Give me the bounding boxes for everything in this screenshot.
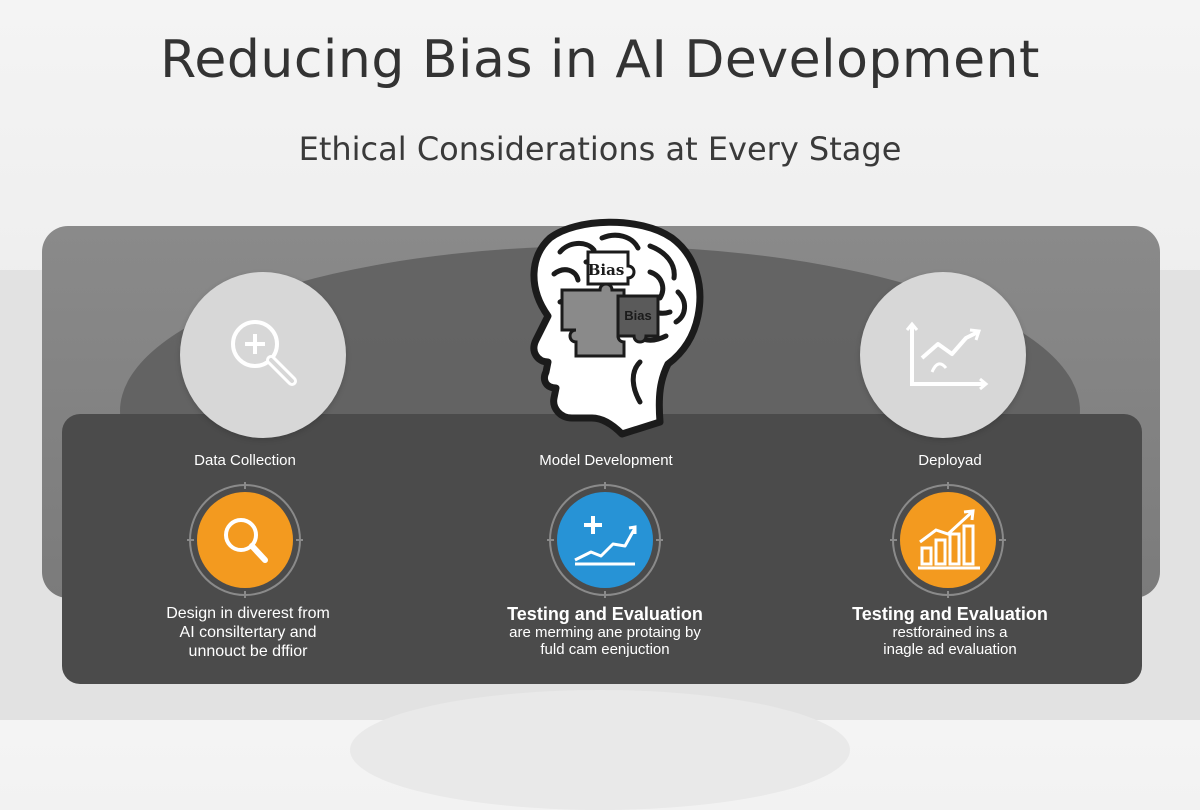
description-line: are merming ane protaing by <box>509 624 701 641</box>
stage-label-deployed: Deployad <box>918 452 982 469</box>
search-plus-icon <box>231 320 297 386</box>
bottom-arc <box>350 690 850 810</box>
stage-description-deployed: Testing and Evaluation restforained ins … <box>790 604 1110 658</box>
stage-label-model-development: Model Development <box>539 452 673 469</box>
description-line: fuld cam eenjuction <box>540 641 670 658</box>
stage-label-data-collection: Data Collection <box>194 452 296 469</box>
brain-puzzle-illustration: Bias Bias <box>530 218 704 438</box>
line-chart-icon <box>905 321 989 391</box>
description-heading: Testing and Evaluation <box>507 604 703 624</box>
page-subtitle: Ethical Considerations at Every Stage <box>298 130 902 168</box>
description-line: inagle ad evaluation <box>883 641 1017 658</box>
stage-description-model-development: Testing and Evaluation are merming ane p… <box>445 604 765 658</box>
search-plus-circle <box>180 272 346 438</box>
description-line: unnouct be dffior <box>188 643 308 660</box>
stage-description-data-collection: Design in diverest from AI consiltertary… <box>88 604 408 661</box>
growth-chart-plus-icon <box>547 482 663 598</box>
bar-chart-arrow-icon <box>890 482 1006 598</box>
magnifier-icon <box>187 482 303 598</box>
description-line: AI consiltertary and <box>179 624 317 641</box>
description-line: Design in diverest from <box>166 605 330 622</box>
description-heading: Testing and Evaluation <box>852 604 1048 624</box>
brain-label-piece: Bias <box>624 308 651 323</box>
brain-label-top: Bias <box>588 261 625 279</box>
description-line: restforained ins a <box>892 624 1008 641</box>
line-chart-circle <box>860 272 1026 438</box>
page-title: Reducing Bias in AI Development <box>160 30 1040 90</box>
